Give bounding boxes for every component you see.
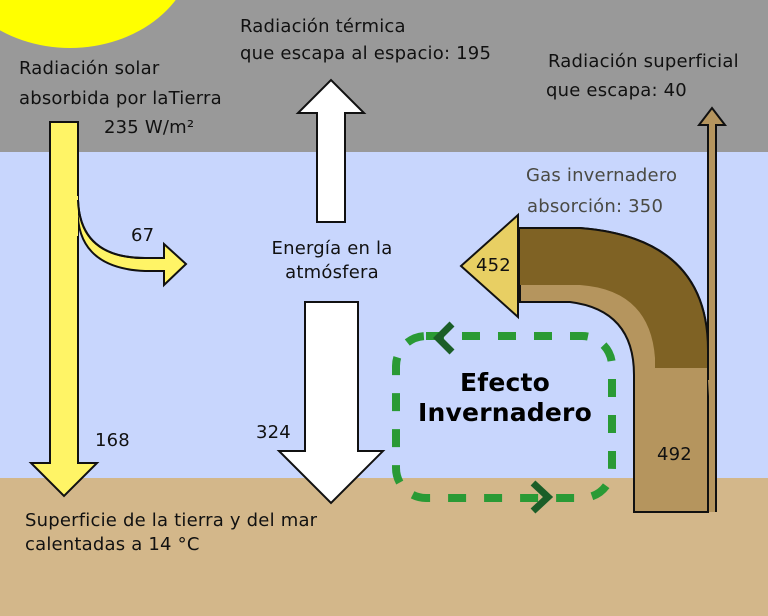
- solar-down-arrow: [28, 121, 100, 498]
- surface-escape-line2: que escapa: 40: [546, 80, 687, 101]
- solar-surface-value: 168: [95, 430, 130, 451]
- surface-emission-value: 492: [657, 444, 692, 465]
- branch-edge: [77, 199, 146, 259]
- thermal-escape-line2: que escapa al espacio: 195: [240, 43, 492, 64]
- solar-title-line1: Radiación solar: [19, 58, 160, 79]
- greenhouse-title-line1: Efecto: [459, 368, 551, 397]
- branch-joint: [74, 196, 78, 236]
- surface-escape-line1: Radiación superficial: [548, 51, 739, 72]
- ghg-absorb-line2: absorción: 350: [527, 196, 664, 217]
- surface-line2: calentadas a 14 °C: [25, 534, 200, 555]
- back-radiation-down-arrow: [276, 301, 386, 505]
- loop-chevron-right-icon: [530, 480, 554, 514]
- ghg-back-arrowhead: [459, 212, 519, 320]
- solar-value: 235 W/m²: [104, 117, 195, 138]
- atmos-energy-line1: Energía en la: [271, 238, 393, 259]
- greenhouse-title-line2: Invernadero: [418, 398, 592, 427]
- loop-chevron-left-icon: [433, 321, 455, 355]
- ghg-absorb-line1: Gas invernadero: [526, 165, 678, 186]
- greenhouse-loop: [392, 332, 616, 502]
- solar-title-line2: absorbida por laTierra: [19, 88, 222, 109]
- sun-icon: [0, 0, 176, 48]
- thermal-escape-line1: Radiación térmica: [240, 16, 406, 37]
- reflected-value: 67: [131, 225, 155, 246]
- back-radiation-value: 324: [256, 422, 291, 443]
- ghg-absorption-dark: [520, 228, 708, 368]
- thermal-up-arrow: [295, 78, 367, 223]
- surface-escape-shaft: [709, 124, 715, 512]
- surface-line1: Superficie de la tierra y del mar: [25, 510, 318, 531]
- atmos-energy-line2: atmósfera: [285, 262, 379, 283]
- ghg-back-value: 452: [476, 255, 511, 276]
